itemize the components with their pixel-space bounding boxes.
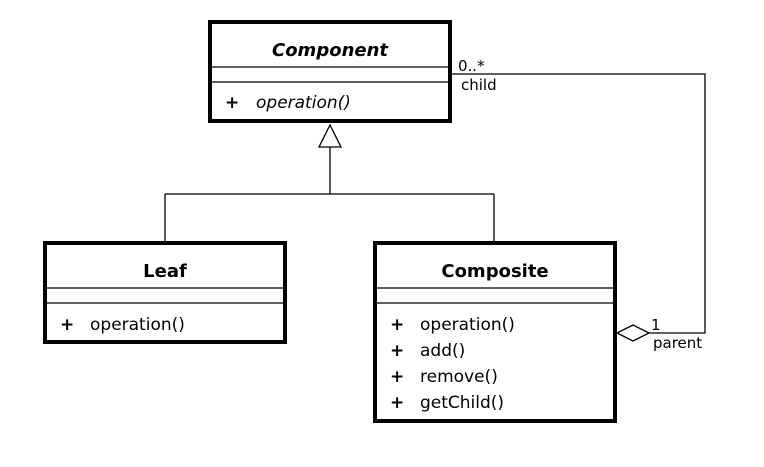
- class-composite: Composite + operation() + add() + remove…: [373, 241, 617, 423]
- operation-visibility: +: [390, 367, 404, 387]
- class-composite-box: [373, 241, 617, 423]
- child-role-label: child: [461, 76, 497, 94]
- class-leaf-name: Leaf: [143, 261, 187, 282]
- aggregation-diamond: [615, 324, 651, 342]
- operation-label: add(): [420, 341, 465, 361]
- aggregation-line: [449, 73, 706, 334]
- parent-multiplicity: 1: [651, 316, 661, 334]
- operation-label: getChild(): [420, 393, 504, 413]
- operation-visibility: +: [225, 93, 239, 113]
- child-multiplicity: 0..*: [458, 57, 485, 75]
- operation-visibility: +: [60, 315, 74, 335]
- operation-label: operation(): [90, 315, 185, 335]
- class-leaf: Leaf + operation(): [43, 241, 287, 344]
- class-component: Component + operation(): [208, 20, 452, 123]
- generalization-connector: [164, 147, 495, 243]
- class-composite-name: Composite: [441, 261, 548, 282]
- operation-visibility: +: [390, 341, 404, 361]
- operation-visibility: +: [390, 393, 404, 413]
- operation-visibility: +: [390, 315, 404, 335]
- class-component-box: [208, 20, 452, 123]
- class-component-name: Component: [272, 40, 389, 61]
- parent-role-label: parent: [653, 334, 702, 352]
- operation-label: operation(): [420, 315, 515, 335]
- operation-label: operation(): [256, 93, 351, 113]
- operation-label: remove(): [420, 367, 498, 387]
- class-leaf-box: [43, 241, 287, 344]
- inheritance-arrowhead: [317, 123, 343, 148]
